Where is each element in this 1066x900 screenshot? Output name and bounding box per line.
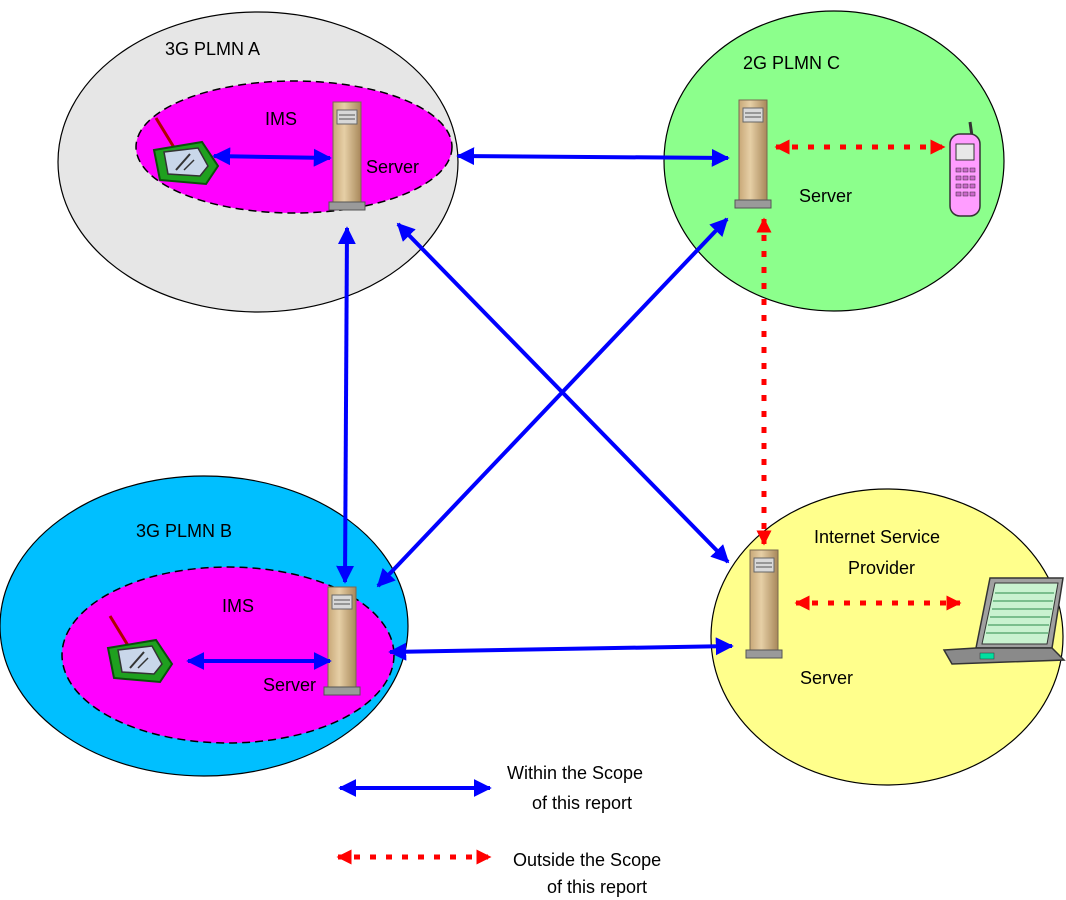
ims-a-label: IMS xyxy=(265,109,297,129)
isp-label-line1: Internet Service xyxy=(814,527,940,547)
server-isp-icon xyxy=(745,549,783,659)
isp-label-line2: Provider xyxy=(848,558,915,578)
link-server-a-server-c xyxy=(456,147,730,167)
link-pda-a-server-a xyxy=(212,147,332,167)
plmn-b-label: 3G PLMN B xyxy=(136,521,232,541)
server-c-icon xyxy=(734,99,772,209)
server-b-label: Server xyxy=(263,675,316,695)
server-a-label: Server xyxy=(366,157,419,177)
plmn-c-label: 2G PLMN C xyxy=(743,53,840,73)
link-server-a-server-b xyxy=(336,226,356,584)
legend-in-scope-line1: Within the Scope xyxy=(507,763,643,783)
link-server-b-server-isp xyxy=(388,637,734,661)
isp-ellipse xyxy=(710,488,1064,786)
ims-a-ellipse xyxy=(135,80,453,214)
legend-in-scope-line2: of this report xyxy=(532,793,632,813)
server-b-icon xyxy=(323,586,361,696)
legend-out-scope-line2: of this report xyxy=(547,877,647,897)
plmn-a-label: 3G PLMN A xyxy=(165,39,260,59)
laptop-icon xyxy=(942,577,1066,665)
mobile-phone-icon xyxy=(949,121,981,217)
server-isp-label: Server xyxy=(800,668,853,688)
server-c-label: Server xyxy=(799,186,852,206)
server-a-icon xyxy=(328,101,366,211)
link-server-c-server-b xyxy=(376,217,729,588)
legend-out-scope-line1: Outside the Scope xyxy=(513,850,661,870)
ims-b-label: IMS xyxy=(222,596,254,616)
